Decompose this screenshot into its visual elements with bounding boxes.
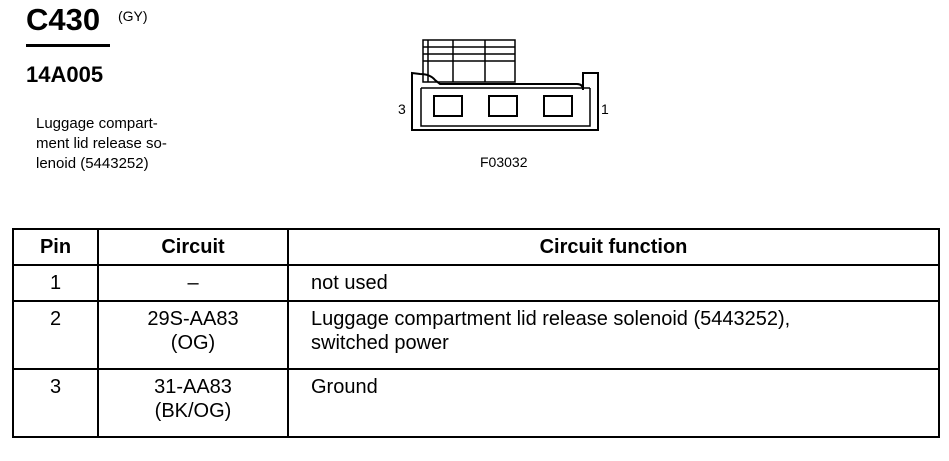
circuit-cell: 31-AA83 (BK/OG) — [97, 368, 289, 438]
pin-cell: 3 — [12, 368, 99, 438]
connector-latch-grid — [422, 39, 516, 83]
pin-cavity-1 — [543, 95, 573, 117]
function-cell: Luggage compartment lid release solenoid… — [287, 300, 940, 370]
part-number: 14A005 — [26, 62, 104, 87]
pin-label-left: 3 — [398, 101, 406, 117]
header-pin: Pin — [12, 228, 99, 266]
function-line: switched power — [311, 332, 449, 354]
pin-cell: 2 — [12, 300, 99, 370]
pin-cell: 1 — [12, 264, 99, 302]
circuit-line: 31-AA83 — [154, 376, 232, 398]
circuit-cell: 29S-AA83 (OG) — [97, 300, 289, 370]
connector-color: (GY) — [118, 8, 148, 24]
circuit-color-line: (OG) — [170, 332, 216, 354]
pin-cavity-3 — [433, 95, 463, 117]
circuit-cell: – — [97, 264, 289, 302]
pin-label-right: 1 — [601, 101, 609, 117]
figure-id: F03032 — [480, 154, 528, 170]
circuit-line: – — [187, 272, 199, 294]
function-cell: not used — [287, 264, 940, 302]
table-row: 2 29S-AA83 (OG) Luggage compartment lid … — [12, 300, 940, 370]
connector-face-diagram: 3 1 — [398, 39, 609, 131]
pin-cavity-2 — [488, 95, 518, 117]
header-circuit: Circuit — [97, 228, 289, 266]
pin-table: Pin Circuit Circuit function 1 – not use… — [12, 228, 940, 438]
circuit-line: 29S-AA83 — [147, 308, 239, 330]
description-line: ment lid release so- — [36, 135, 167, 152]
component-description: Luggage compart- ment lid release so- le… — [36, 114, 216, 174]
function-cell: Ground — [287, 368, 940, 438]
function-line: Ground — [311, 376, 378, 398]
description-line: lenoid (5443252) — [36, 155, 149, 172]
table-header-row: Pin Circuit Circuit function — [12, 228, 940, 266]
function-line: Luggage compartment lid release solenoid… — [311, 308, 791, 330]
table-row: 1 – not used — [12, 264, 940, 302]
table-row: 3 31-AA83 (BK/OG) Ground — [12, 368, 940, 438]
header-function: Circuit function — [287, 228, 940, 266]
connector-id: C430 — [26, 2, 101, 37]
connector-housing — [411, 71, 599, 131]
function-line: not used — [311, 272, 388, 294]
description-line: Luggage compart- — [36, 115, 158, 132]
title-underline — [26, 44, 110, 47]
pin-cavities — [433, 95, 573, 117]
circuit-color-line: (BK/OG) — [154, 400, 232, 422]
